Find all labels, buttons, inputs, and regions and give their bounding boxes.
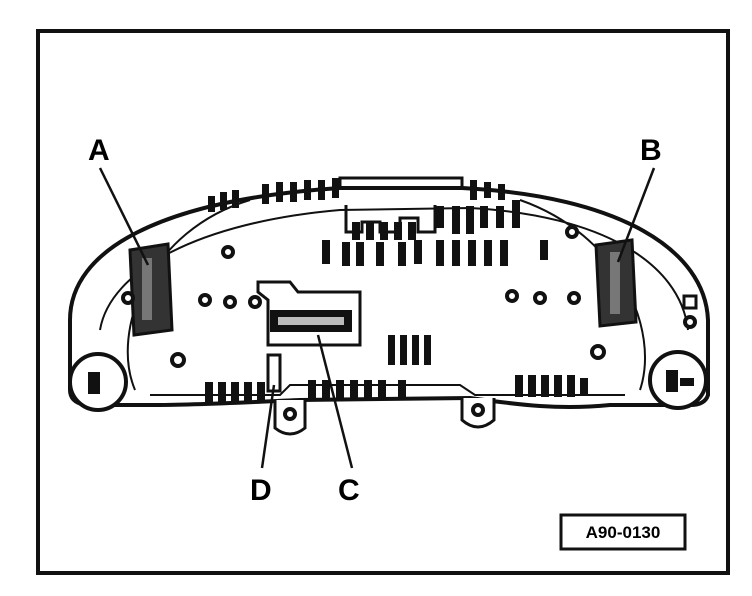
connector-a [128,242,174,337]
ic-middle-upper [344,200,520,240]
leader-lines [98,167,656,469]
cluster-housing [68,186,710,409]
ic-top-row [208,178,505,212]
ic-bottom-row [205,375,588,402]
connector-b [594,238,638,328]
figure-id: A90-0130 [586,523,661,542]
figure-id-box [559,513,687,551]
leader-c [316,334,354,469]
leader-d [260,384,276,469]
connector-c [256,280,362,347]
solder-pads [121,225,698,368]
instrument-cluster [68,176,710,436]
callout-b: B [640,134,662,167]
ic-lower-center [388,335,431,365]
callout-d: D [250,474,272,507]
callout-a: A [88,134,110,167]
callout-c: C [338,474,360,507]
leader-a [98,167,150,266]
leader-b [616,167,656,263]
ic-middle-row [322,240,548,266]
